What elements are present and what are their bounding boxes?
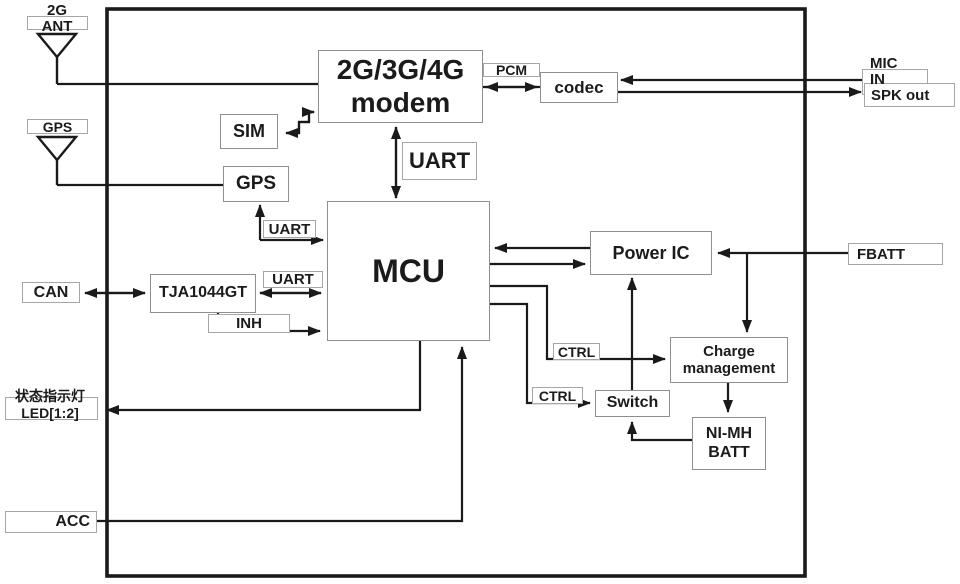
block-charge-management: Charge management (670, 337, 788, 383)
port-led: 状态指示灯 LED[1:2] (0, 388, 100, 422)
bus-label-ctrl-charge: CTRL (553, 343, 600, 360)
bus-label-ctrl-switch-text: CTRL (538, 387, 577, 404)
block-mcu: MCU (327, 201, 490, 341)
port-spk-out: SPK out (864, 83, 955, 107)
port-can-label: CAN (33, 283, 69, 301)
port-led-line1: 状态指示灯 (15, 388, 85, 404)
port-mic-line2: IN (870, 71, 885, 88)
bus-label-pcm: PCM (483, 62, 540, 78)
block-charge-line1: Charge (703, 342, 755, 360)
bus-label-ctrl-charge-text: CTRL (557, 343, 596, 360)
bus-label-inh: INH (208, 314, 290, 333)
block-codec: codec (540, 72, 618, 103)
port-gps-ant-label: GPS (42, 118, 73, 135)
bus-label-uart-modem-text: UART (408, 148, 471, 173)
port-fbatt: FBATT (848, 243, 943, 265)
port-fbatt-label: FBATT (857, 245, 906, 263)
block-charge-line2: management (682, 360, 776, 377)
block-mcu-label: MCU (372, 252, 445, 289)
port-led-line2: LED[1:2] (21, 405, 79, 421)
port-2g-ant-box (27, 16, 88, 30)
bus-label-pcm-text: PCM (495, 62, 528, 78)
port-2g-ant: 2G ANT (17, 3, 97, 35)
block-sim-label: SIM (232, 121, 265, 142)
port-acc: ACC (5, 511, 97, 533)
block-modem: 2G/3G/4G modem (318, 50, 483, 123)
wire-modem-to-sim (285, 110, 314, 138)
block-codec-label: codec (554, 77, 604, 97)
block-nimh-line1: NI-MH (705, 425, 753, 443)
block-modem-line2: modem (350, 86, 451, 118)
bus-label-uart-gps: UART (263, 220, 316, 238)
port-led-box (5, 397, 98, 420)
block-nimh-batt: NI-MH BATT (692, 417, 766, 470)
port-2g-ant-line2: ANT (41, 18, 73, 35)
bus-label-uart-can: UART (263, 271, 323, 288)
block-power-ic-label: Power IC (612, 242, 690, 263)
port-can: CAN (22, 282, 80, 303)
block-modem-line1: 2G/3G/4G (336, 54, 465, 86)
bus-label-uart-gps-text: UART (268, 220, 311, 238)
block-tja-label: TJA1044GT (158, 284, 248, 302)
antenna-gps-icon (35, 135, 79, 185)
bus-label-uart-can-text: UART (272, 271, 314, 288)
wire-acc-to-mcu (97, 346, 467, 523)
block-gps: GPS (223, 166, 289, 202)
wire-nimh-to-switch (627, 421, 692, 442)
port-spk-out-label: SPK out (871, 86, 930, 104)
wire-mcu-to-led (106, 341, 422, 415)
bus-label-uart-modem: UART (402, 142, 477, 180)
block-nimh-line2: BATT (708, 443, 750, 461)
block-power-ic: Power IC (590, 231, 712, 275)
port-mic-line1: MIC (870, 55, 898, 72)
port-2g-ant-line1: 2G (46, 2, 67, 19)
antenna-2g-icon (35, 32, 79, 84)
port-acc-label: ACC (55, 513, 90, 530)
wire-mcu-ctrl-to-charge (490, 284, 666, 364)
port-mic-in: MIC IN (870, 56, 898, 88)
bus-label-inh-text: INH (236, 315, 262, 332)
block-sim: SIM (220, 114, 278, 149)
block-switch-label: Switch (606, 394, 659, 412)
port-gps-ant: GPS (27, 118, 88, 135)
block-gps-label: GPS (235, 173, 277, 195)
block-tja1044gt: TJA1044GT (150, 274, 256, 313)
block-switch: Switch (595, 390, 670, 417)
bus-label-ctrl-switch: CTRL (532, 387, 583, 404)
